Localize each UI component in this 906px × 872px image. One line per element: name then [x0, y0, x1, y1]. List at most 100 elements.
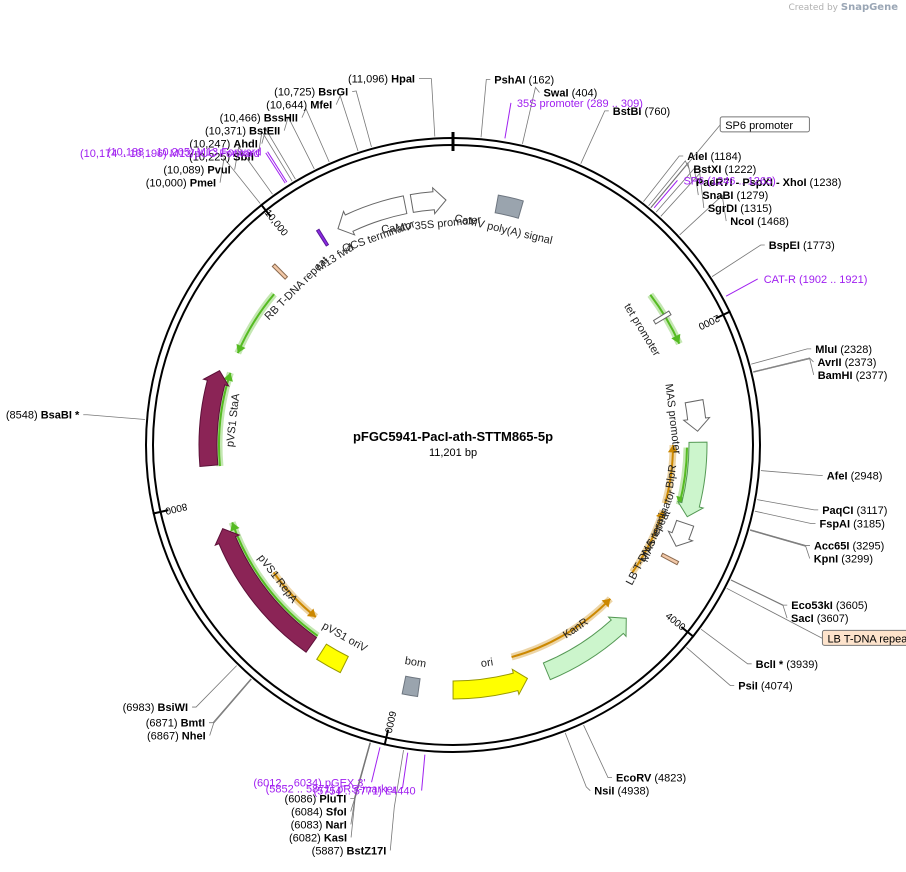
site-labels: PshAI (162)SwaI (404)BstBI (760)AleI (11…	[6, 74, 888, 858]
site-leader-line	[711, 244, 765, 277]
orf-arrowhead	[230, 522, 240, 532]
site-location: (1238)	[807, 177, 842, 189]
site-location: (3939)	[783, 659, 818, 671]
tick-mark	[152, 509, 169, 515]
site-name: AhdI	[233, 139, 257, 151]
feature-kanr-label: KanR	[561, 616, 591, 641]
backbone-inner-ring	[152, 144, 754, 746]
site-name: PluTI	[319, 793, 346, 805]
box-leader-line	[650, 124, 721, 209]
primer-leader-line	[421, 754, 426, 791]
site-name: BmtI	[181, 718, 205, 730]
orf-arrowhead	[236, 343, 246, 354]
site-name: BstBI	[613, 106, 642, 118]
site-location: (3607)	[814, 613, 849, 625]
restriction-site-label: AleI (1184)	[687, 151, 741, 163]
site-name: PvuI	[207, 165, 230, 177]
site-name: BsrGI	[318, 87, 348, 99]
site-name: SacI	[791, 613, 814, 625]
site-location: (3185)	[850, 519, 885, 531]
snapgene-logo: SnapGene	[840, 2, 898, 13]
primer-label: (10,188 .. 10,205) M13 Forward	[107, 147, 262, 159]
boxed-label-text: LB T-DNA repeat	[827, 633, 906, 645]
site-name: BamHI	[818, 370, 853, 382]
primer-labels: 35S promoter (289 .. 309)SP6 (1246 .. 12…	[80, 98, 867, 798]
site-name: AfeI	[827, 470, 848, 482]
site-leader-line	[301, 107, 330, 163]
site-leader-line	[257, 130, 293, 182]
restriction-site-label: (10,371) BstEII	[205, 126, 280, 138]
backbone-outer-ring	[145, 137, 761, 753]
site-leader-line	[389, 749, 404, 851]
site-name: BspEI	[769, 240, 800, 252]
site-name: SnaBI	[702, 190, 733, 202]
restriction-site-label: (6871) BmtI	[146, 718, 205, 730]
primer-label: (10,174 .. 10,196) M13/pUC Forward	[80, 148, 260, 160]
site-leader-line	[522, 86, 540, 144]
site-leader-lines	[83, 78, 823, 851]
site-leader-line	[730, 579, 788, 619]
site-leader-line	[749, 529, 811, 559]
restriction-site-label: NcoI (1468)	[730, 216, 789, 228]
site-name: SwaI	[543, 88, 568, 100]
site-location: (404)	[569, 88, 598, 100]
orf-arcs	[215, 291, 691, 661]
restriction-site-label: SwaI (404)	[543, 88, 597, 100]
site-location: (1184)	[707, 151, 741, 163]
feature-rb-t-dna-repeat-label: RB T-DNA repeat	[263, 254, 331, 322]
site-name: AvrII	[818, 357, 842, 369]
site-leader-line	[219, 157, 261, 204]
site-location: (4074)	[758, 680, 793, 692]
feature-bom-label: bom	[404, 655, 427, 670]
site-leader-line	[686, 647, 735, 686]
orf-arrowhead	[306, 608, 316, 618]
primer-label: SP6 (1246 .. 1263)	[683, 175, 775, 187]
feature-ori-label: ori	[480, 656, 494, 670]
primer-label: CAT-R (1902 .. 1921)	[764, 274, 868, 286]
site-name: KpnI	[814, 554, 838, 566]
site-location: (11,096)	[348, 74, 391, 86]
primer-leader-line	[504, 102, 512, 139]
restriction-site-label: BstBI (760)	[613, 106, 670, 118]
primer-leader-line	[653, 180, 678, 209]
orf-arrowhead	[667, 444, 678, 453]
site-location: (10,371)	[205, 126, 249, 138]
site-location: (3299)	[838, 554, 873, 566]
feature-bom	[401, 675, 421, 698]
site-leader-line	[480, 79, 491, 138]
primer-leader-line	[371, 747, 381, 783]
tick-label: 8000	[164, 500, 189, 516]
site-name: NcoI	[730, 216, 754, 228]
restriction-site-label: (10,725) BsrGI	[274, 87, 348, 99]
site-name: MluI	[815, 344, 837, 356]
site-location: (6871)	[146, 718, 181, 730]
restriction-site-label: EcoRV (4823)	[616, 773, 686, 785]
site-leader-line	[679, 194, 727, 236]
primer-label: (6012 .. 6034) pGEX 3'	[253, 777, 365, 789]
site-name: MfeI	[310, 100, 332, 112]
site-leader-line	[564, 732, 591, 791]
site-name: BsaBI *	[41, 410, 80, 422]
site-name: BsiWI	[158, 702, 189, 714]
restriction-site-label: (10,000) PmeI	[146, 178, 216, 190]
feature-pvs1-oriv	[316, 643, 349, 674]
site-location: (10,644)	[266, 100, 310, 112]
boxed-label-frame	[821, 629, 906, 646]
site-location: (1279)	[733, 190, 768, 202]
feature-mas-promoter	[682, 399, 711, 432]
site-leader-line	[655, 167, 699, 213]
tick-label: 6000	[382, 710, 398, 735]
restriction-site-label: BamHI (2377)	[818, 370, 888, 382]
feature-lb-t-dna-repeat-label: LB T-DNA repeat	[624, 508, 673, 587]
site-location: (2373)	[842, 357, 877, 369]
site-location: (760)	[641, 106, 670, 118]
orf-arc-halo	[234, 291, 277, 355]
plasmid-size: 11,201 bp	[429, 447, 477, 459]
feature-m13-fwd	[315, 228, 330, 247]
site-name: SfoI	[326, 806, 347, 818]
site-leader-line	[700, 628, 752, 665]
site-name: BstEII	[249, 126, 280, 138]
site-leader-line	[760, 470, 823, 476]
